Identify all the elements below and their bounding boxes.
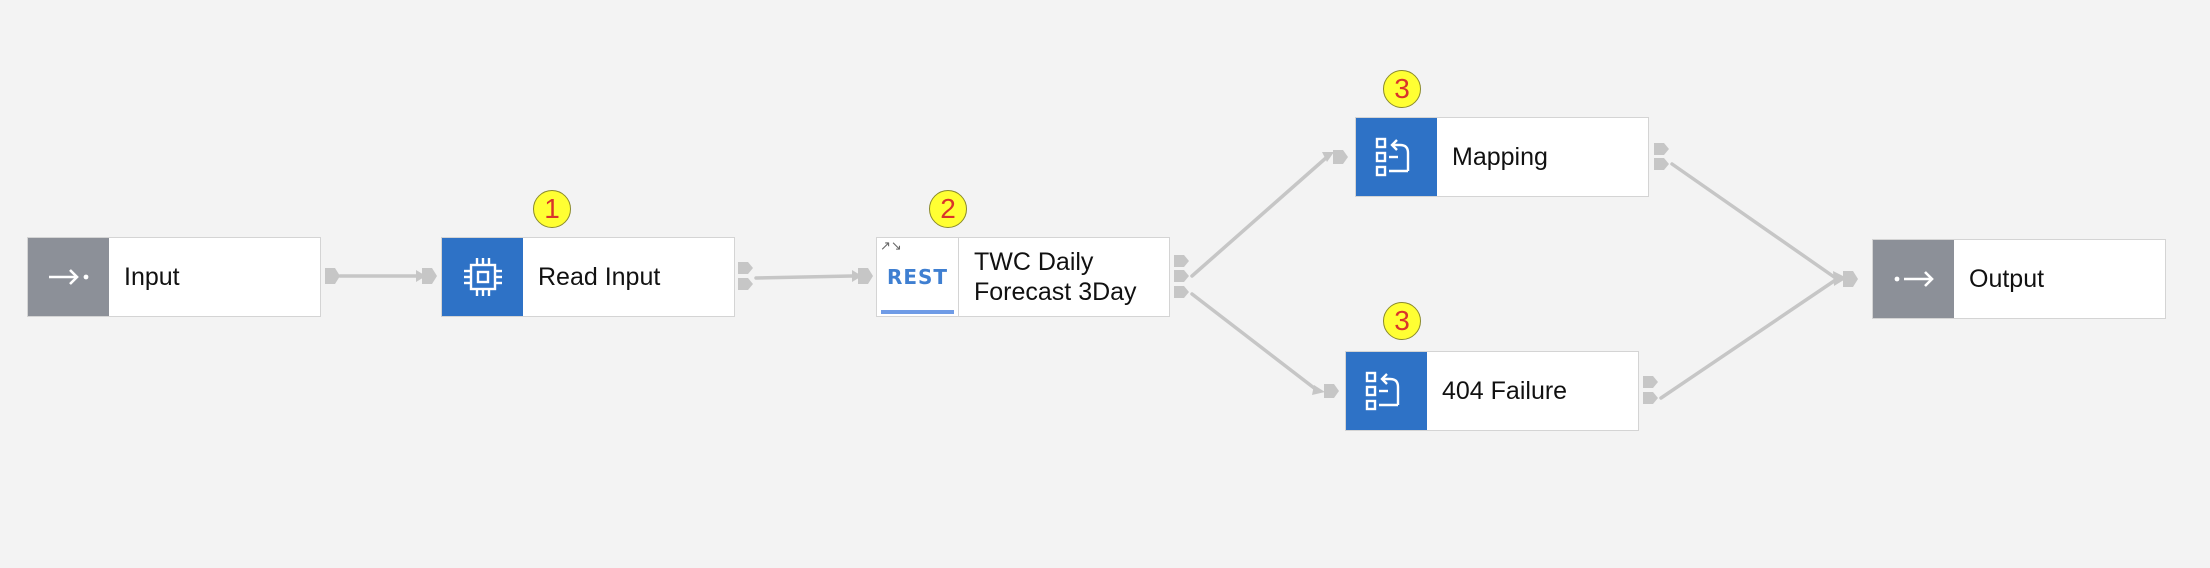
read-in-port	[422, 268, 437, 284]
node-label: Read Input	[538, 263, 661, 291]
step-badge-3: 3	[1383, 302, 1421, 340]
expand-arrows-icon: ↗↘	[880, 238, 902, 253]
mapping-out-port-1	[1654, 143, 1669, 155]
arrow-right-dot-icon	[28, 238, 109, 316]
rest-node[interactable]: ↗↘ REST TWC Daily Forecast 3Day	[876, 237, 1170, 317]
input-node[interactable]: Input	[27, 237, 321, 317]
read-out-port-2	[738, 278, 753, 290]
node-label: Input	[124, 263, 180, 291]
arrowhead	[1312, 385, 1325, 395]
read-out-port-1	[738, 262, 753, 274]
mapping-node[interactable]: Mapping	[1355, 117, 1649, 197]
rest-out-port-3	[1174, 286, 1189, 298]
node-label-line-1: TWC Daily	[974, 248, 1094, 276]
node-label-line-2: Forecast 3Day	[974, 278, 1137, 306]
wire-rest-failure	[1190, 292, 1320, 393]
mapping-icon	[1356, 118, 1437, 196]
wire-rest-mapping	[1190, 155, 1329, 278]
mapping-icon	[1346, 352, 1427, 430]
rest-underline	[881, 310, 954, 314]
rest-out-port-1	[1174, 255, 1189, 267]
arrowhead	[1833, 271, 1847, 286]
chip-icon	[442, 238, 523, 316]
output-in-port	[1843, 271, 1858, 287]
arrowhead	[416, 270, 426, 282]
node-label: TWC Daily Forecast 3Day	[959, 238, 1169, 316]
dot-arrow-right-icon	[1873, 240, 1954, 318]
failure-node[interactable]: 404 Failure	[1345, 351, 1639, 431]
rest-in-port	[858, 268, 873, 284]
failure-out-port-1	[1643, 376, 1658, 388]
node-label: 404 Failure	[1442, 377, 1568, 405]
rest-icon-text: REST	[886, 265, 949, 289]
failure-out-port-2	[1643, 392, 1658, 404]
step-badge-3: 3	[1383, 70, 1421, 108]
step-badge-2: 2	[929, 190, 967, 228]
input-out-port	[325, 268, 340, 284]
output-node[interactable]: Output	[1872, 239, 2166, 319]
wire-failure-output	[1659, 277, 1839, 400]
failure-in-port	[1324, 384, 1339, 398]
arrowhead	[1322, 152, 1334, 162]
mapping-in-port	[1333, 150, 1348, 164]
wire-read-rest	[754, 274, 854, 280]
node-label: Mapping	[1452, 143, 1548, 171]
rest-out-port-2	[1174, 270, 1189, 282]
mapping-out-port-2	[1654, 158, 1669, 170]
node-label: Output	[1969, 265, 2045, 293]
rest-icon: ↗↘ REST	[877, 238, 959, 316]
arrowhead	[852, 270, 862, 282]
wire-mapping-output	[1670, 162, 1839, 281]
read-input-node[interactable]: Read Input	[441, 237, 735, 317]
step-badge-1: 1	[533, 190, 571, 228]
